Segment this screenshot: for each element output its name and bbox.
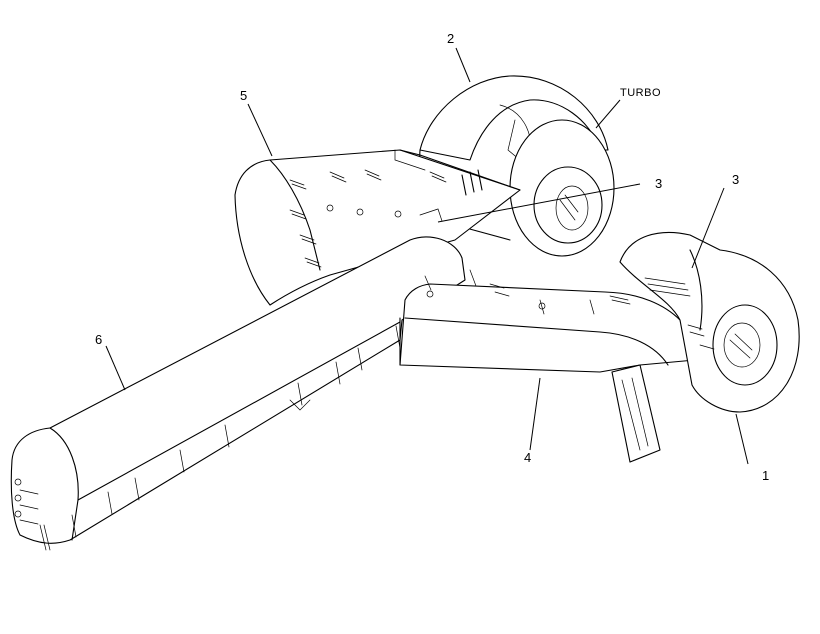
callout-1-label: 1 xyxy=(762,468,769,483)
callout-6-label: 6 xyxy=(95,332,102,347)
callout-turbo-label: TURBO xyxy=(620,87,661,99)
part-5-elbow-housing xyxy=(234,149,521,306)
part-4-lower-duct xyxy=(399,269,696,463)
part-1-flange-housing xyxy=(619,231,800,413)
callout-5-label: 5 xyxy=(240,88,247,103)
callout-4-label: 4 xyxy=(524,450,531,465)
callout-3b-label: 3 xyxy=(732,172,739,187)
callout-3a-label: 3 xyxy=(655,176,662,191)
callout-2-label: 2 xyxy=(447,31,454,46)
turbo-flange xyxy=(509,119,615,257)
part-6-long-duct xyxy=(10,236,466,551)
callout-leaders xyxy=(105,47,749,465)
